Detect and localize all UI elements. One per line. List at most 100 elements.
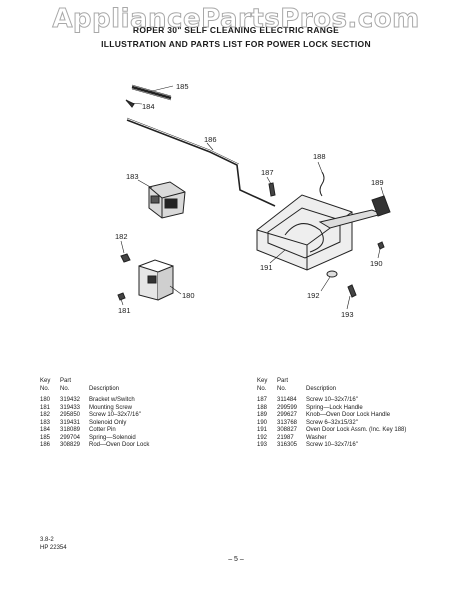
part-description: Solenoid Only (89, 419, 127, 426)
header-description: Description (89, 385, 120, 392)
header-part-line2: No. (60, 385, 70, 392)
part-description: Knob—Oven Door Lock Handle (306, 412, 391, 418)
part-description: Screw 10–32x7/16" (306, 442, 358, 448)
part-no: 318089 (60, 427, 81, 433)
screw-190 (377, 241, 385, 250)
screw-187 (268, 182, 276, 197)
key-no: 184 (40, 427, 51, 433)
table-row: 189 299627 Knob—Oven Door Lock Handle (257, 412, 457, 420)
table-row: 187 311484 Screw 10–32x7/16" (257, 397, 457, 405)
key-no: 190 (257, 419, 268, 426)
part-no: 299704 (60, 434, 81, 441)
page-title: ROPER 30" SELF CLEANING ELECTRIC RANGE (132, 25, 340, 35)
header-key-line1: Key (40, 378, 51, 384)
part-description: Screw 6–32x15/32" (306, 419, 358, 426)
part-no: 316305 (277, 442, 298, 448)
header-key-line2: No. (40, 385, 50, 392)
callout-192: 192 (307, 291, 320, 300)
key-no: 180 (40, 397, 51, 403)
washer-192 (326, 270, 338, 278)
part-description: Mounting Screw (89, 404, 133, 411)
part-description: Bracket w/Switch (89, 397, 135, 403)
callout-182: 182 (115, 232, 128, 241)
part-description: Oven Door Lock Assm. (Inc. Key 188) (306, 427, 407, 433)
part-no: 311484 (277, 397, 297, 403)
key-no: 193 (257, 442, 268, 448)
header-part-line1: Part (60, 378, 72, 384)
key-no: 186 (40, 442, 51, 448)
table-row: 185 299704 Spring—Solenoid (40, 435, 225, 443)
footer-hp-number: HP 22354 (40, 545, 67, 551)
part-description: Rod—Oven Door Lock (89, 442, 150, 448)
part-description: Screw 10–32x7/16" (89, 412, 141, 418)
table-header: Key No. Part No. Description (257, 378, 457, 393)
part-description: Spring—Solenoid (89, 434, 136, 441)
key-no: 192 (257, 434, 268, 441)
solenoid-183 (148, 181, 186, 219)
part-description: Cotter Pin (89, 427, 116, 433)
callout-188: 188 (313, 152, 326, 161)
table-row: 193 316305 Screw 10–32x7/16" (257, 442, 457, 450)
table-row: 183 319431 Solenoid Only (40, 420, 225, 428)
callout-191: 191 (260, 263, 273, 272)
part-no: 308829 (60, 442, 81, 448)
key-no: 185 (40, 434, 51, 441)
part-no: 299627 (277, 412, 298, 418)
bracket-180 (138, 259, 174, 301)
part-no: 319432 (60, 397, 81, 403)
table-row: 182 295850 Screw 10–32x7/16" (40, 412, 225, 420)
knob-189 (371, 195, 391, 217)
screw-182 (120, 253, 131, 263)
header-key-line2: No. (257, 385, 267, 392)
part-no: 319433 (60, 404, 81, 411)
table-row: 192 21987 Washer (257, 435, 457, 443)
part-description: Spring—Lock Handle (306, 404, 363, 411)
screw-193 (347, 284, 357, 298)
callout-193: 193 (341, 310, 354, 319)
header-key-line1: Key (257, 378, 268, 384)
parts-table-left: Key No. Part No. Description 180 319432 Br… (40, 378, 225, 450)
part-no: 299599 (277, 404, 298, 411)
table-row: 184 318089 Cotter Pin (40, 427, 225, 435)
callout-180: 180 (182, 291, 195, 300)
key-no: 183 (40, 419, 51, 426)
header-part-line2: No. (277, 385, 287, 392)
callout-189: 189 (371, 178, 384, 187)
table-row: 190 313768 Screw 6–32x15/32" (257, 420, 457, 428)
callout-181: 181 (118, 306, 131, 315)
key-no: 191 (257, 427, 268, 433)
header-part-line1: Part (277, 378, 289, 384)
part-no: 295850 (60, 412, 81, 418)
key-no: 187 (257, 397, 268, 403)
page-number: – 5 – (228, 556, 244, 563)
table-row: 188 299599 Spring—Lock Handle (257, 405, 457, 413)
table-header: Key No. Part No. Description (40, 378, 225, 393)
callout-185: 185 (176, 82, 189, 91)
key-no: 182 (40, 412, 51, 418)
screw-181 (117, 292, 126, 301)
part-no: 21987 (277, 434, 294, 441)
part-description: Screw 10–32x7/16" (306, 397, 358, 403)
part-no: 313768 (277, 419, 298, 426)
cotter-pin-184 (125, 99, 135, 108)
part-description: Washer (306, 434, 327, 441)
spring-185 (131, 85, 172, 100)
table-row: 186 308829 Rod—Oven Door Lock (40, 442, 225, 450)
callout-186: 186 (204, 135, 217, 144)
key-no: 181 (40, 404, 51, 411)
table-row: 180 319432 Bracket w/Switch (40, 397, 225, 405)
watermark: AppliancePartsPros.com (52, 4, 420, 35)
lock-assembly-191 (256, 194, 384, 271)
rod-186 (126, 119, 276, 207)
header-description: Description (306, 385, 337, 392)
spring-188 (319, 171, 325, 197)
key-no: 188 (257, 404, 268, 411)
callout-190: 190 (370, 259, 383, 268)
callout-184: 184 (142, 102, 155, 111)
key-no: 189 (257, 412, 268, 418)
part-no: 319431 (60, 419, 81, 426)
page-subtitle: ILLUSTRATION AND PARTS LIST FOR POWER LO… (101, 39, 371, 49)
